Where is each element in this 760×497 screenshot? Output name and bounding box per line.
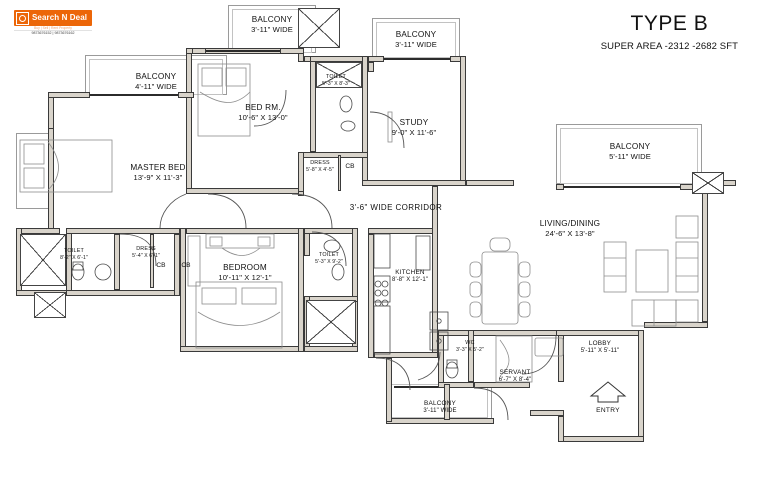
logo-tagline: Buy | Sell | Rent Property bbox=[14, 26, 92, 31]
wall-balcony-bed-r bbox=[280, 48, 304, 54]
wall-toilet-m-top bbox=[66, 228, 180, 234]
balcony-kitchen-outline bbox=[386, 384, 492, 422]
wall-dressbed-left bbox=[298, 152, 304, 192]
wall-cb-1 bbox=[150, 234, 154, 288]
wall-corridor-topright bbox=[362, 180, 466, 186]
wall-living-bal-l bbox=[556, 184, 564, 190]
shaft-box-top bbox=[298, 8, 340, 48]
balcony-bed-rail bbox=[206, 50, 280, 52]
shaft-box-toiletb bbox=[306, 300, 356, 344]
shaft-box-toilet bbox=[316, 62, 362, 88]
cupboard-label-3: CB bbox=[345, 163, 355, 170]
wall-balcony-master-tl bbox=[48, 92, 90, 98]
super-area-text: SUPER AREA -2312 -2682 SFT bbox=[600, 41, 738, 53]
plan-type-title: TYPE B bbox=[630, 12, 709, 35]
wall-balconyk-right bbox=[444, 384, 450, 420]
wall-corridor-topright2 bbox=[466, 180, 514, 186]
shaft-box-right bbox=[692, 172, 724, 194]
wall-cb-2 bbox=[338, 155, 341, 191]
corridor-label: 3'-6" WIDE CORRIDOR bbox=[349, 203, 443, 212]
wall-balconyk-left bbox=[386, 358, 392, 422]
wall-wc-right bbox=[468, 330, 474, 382]
wall-entry-step bbox=[530, 410, 564, 416]
wall-balcony-bed-l bbox=[192, 48, 206, 54]
wall-kitchen-left bbox=[368, 234, 374, 358]
wall-servant-bottom bbox=[474, 382, 530, 388]
wall-balcony-master-tr bbox=[178, 92, 194, 98]
balcony-master-outline bbox=[85, 55, 227, 95]
wall-study-tl bbox=[368, 56, 384, 62]
wall-toiletb-bottom bbox=[304, 346, 358, 352]
entry-arrow-icon bbox=[589, 381, 627, 403]
site-logo[interactable]: Search N Deal Buy | Sell | Rent Property… bbox=[14, 10, 92, 36]
entry-label: ENTRY bbox=[596, 407, 620, 414]
wall-dress-left bbox=[114, 234, 120, 290]
balcony-master-rail bbox=[90, 94, 178, 96]
wall-wc-bottom bbox=[438, 382, 474, 388]
cupboard-label-2: CB bbox=[181, 262, 191, 269]
logo-name: Search N Deal bbox=[32, 13, 88, 22]
shaft-box-bottomleft bbox=[34, 292, 66, 318]
logo-phone: 9873676152 | 9873676162 bbox=[14, 30, 92, 36]
room-label-bed-rm: BED RM.10'-6" X 13'-0" bbox=[238, 103, 288, 123]
logo-banner: Search N Deal bbox=[14, 10, 92, 26]
wall-lobby-left-bot bbox=[558, 416, 564, 442]
balcony-study-inner bbox=[376, 22, 456, 58]
wall-dress-right bbox=[174, 234, 180, 296]
balcony-kitchen-rail bbox=[394, 386, 438, 388]
shaft-box-toiletm bbox=[20, 234, 66, 286]
plan-title-block: TYPE B SUPER AREA -2312 -2682 SFT bbox=[601, 12, 738, 52]
wall-study-left-stub bbox=[368, 62, 374, 72]
balcony-living-inner bbox=[560, 128, 698, 184]
balcony-study-rail bbox=[384, 58, 450, 60]
wall-kitchen-bottom bbox=[374, 352, 438, 358]
logo-mark-icon bbox=[16, 11, 29, 25]
wall-bedroom-right bbox=[298, 228, 304, 352]
master-bed-projection bbox=[16, 133, 54, 209]
balcony-living-rail bbox=[564, 186, 680, 188]
cupboard-label-1: CB bbox=[156, 262, 166, 269]
